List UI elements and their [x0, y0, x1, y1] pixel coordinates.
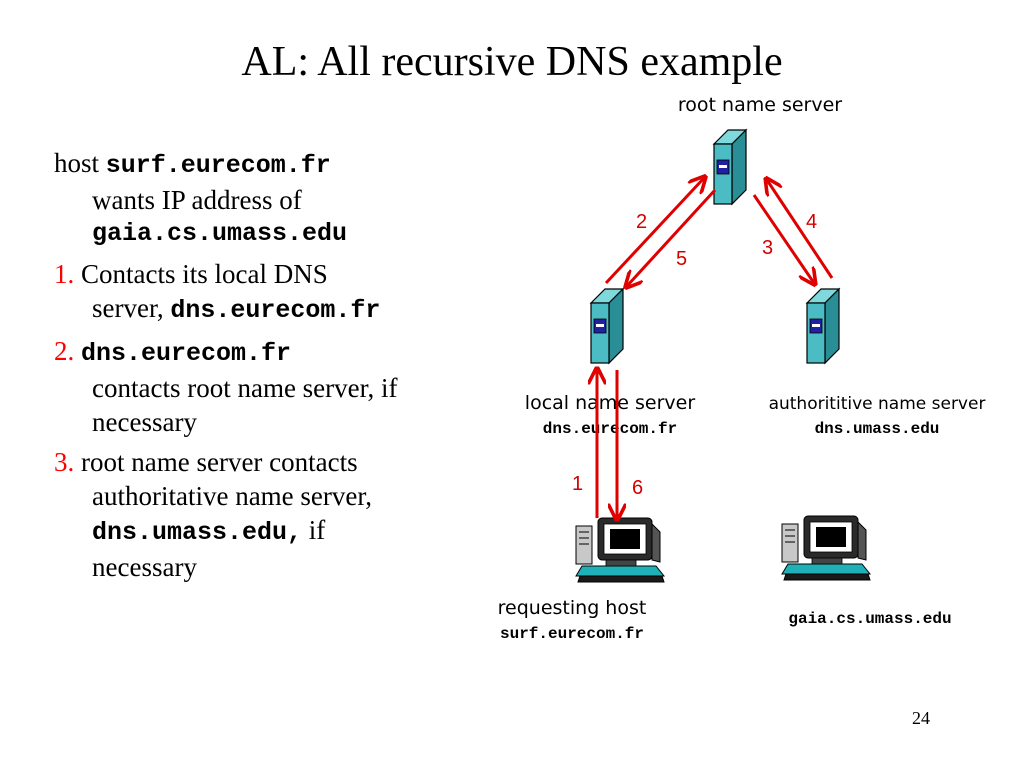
step-1-label: 1 [572, 473, 583, 495]
step-3-label: 3 [762, 237, 773, 259]
local-server-icon [590, 288, 624, 364]
step-6-label: 6 [632, 477, 643, 499]
step-4-label: 4 [806, 211, 817, 233]
step-5-label: 5 [676, 248, 687, 270]
bullet-3-number: 3. [54, 447, 75, 477]
bullet-1: 1. Contacts its local DNS server, dns.eu… [54, 257, 494, 328]
local-server-domain: dns.eurecom.fr [543, 420, 677, 438]
bullet-1-text: Contacts its local DNS [74, 259, 328, 289]
auth-server-name: dns.umass.edu, [92, 518, 303, 547]
local-server-name: dns.eurecom.fr [170, 296, 381, 325]
bullet-list: host surf.eurecom.fr wants IP address of… [54, 146, 494, 590]
bullet-3-line2: authoritative name server, [92, 481, 373, 511]
root-server-label: root name server [678, 94, 842, 116]
bullet-0-text: host [54, 148, 106, 178]
bullet-2-line2: contacts root name server, if [92, 373, 398, 403]
target-host: gaia.cs.umass.edu [92, 219, 348, 248]
slide-title: AL: All recursive DNS example [241, 39, 783, 85]
local-server-label: local name server [525, 392, 696, 414]
page-number: 24 [912, 708, 930, 728]
requesting-host-domain: surf.eurecom.fr [500, 625, 644, 643]
bullet-2-line3: necessary [92, 407, 197, 437]
bullet-3-line4: necessary [92, 552, 197, 582]
arrow-5 [627, 188, 717, 286]
bullet-1-line2: server, [92, 293, 171, 323]
bullet-1-number: 1. [54, 259, 75, 289]
host-name: surf.eurecom.fr [105, 151, 331, 180]
auth-server-icon [806, 288, 840, 364]
auth-server-domain: dns.umass.edu [815, 420, 940, 438]
arrow-3 [752, 194, 814, 283]
local-server-name-2: dns.eurecom.fr [81, 339, 292, 368]
requesting-host-icon [575, 517, 665, 583]
bullet-2: 2. dns.eurecom.fr contacts root name ser… [54, 334, 494, 439]
bullet-3: 3. root name server contacts authoritati… [54, 445, 494, 584]
bullet-3-text: root name server contacts [74, 447, 358, 477]
bullet-3-if: if [302, 515, 326, 545]
requesting-host-label: requesting host [498, 597, 647, 619]
bullet-2-number: 2. [54, 336, 75, 366]
arrow-2 [604, 178, 704, 285]
gaia-host-domain: gaia.cs.umass.edu [788, 610, 951, 628]
bullet-0-line2: wants IP address of [92, 185, 302, 215]
root-server-icon [713, 129, 747, 205]
arrow-4 [767, 180, 834, 279]
step-2-label: 2 [636, 211, 647, 233]
auth-server-label: authorititive name server [769, 394, 986, 414]
bullet-0: host surf.eurecom.fr wants IP address of… [54, 146, 494, 251]
gaia-host-icon [781, 515, 871, 581]
